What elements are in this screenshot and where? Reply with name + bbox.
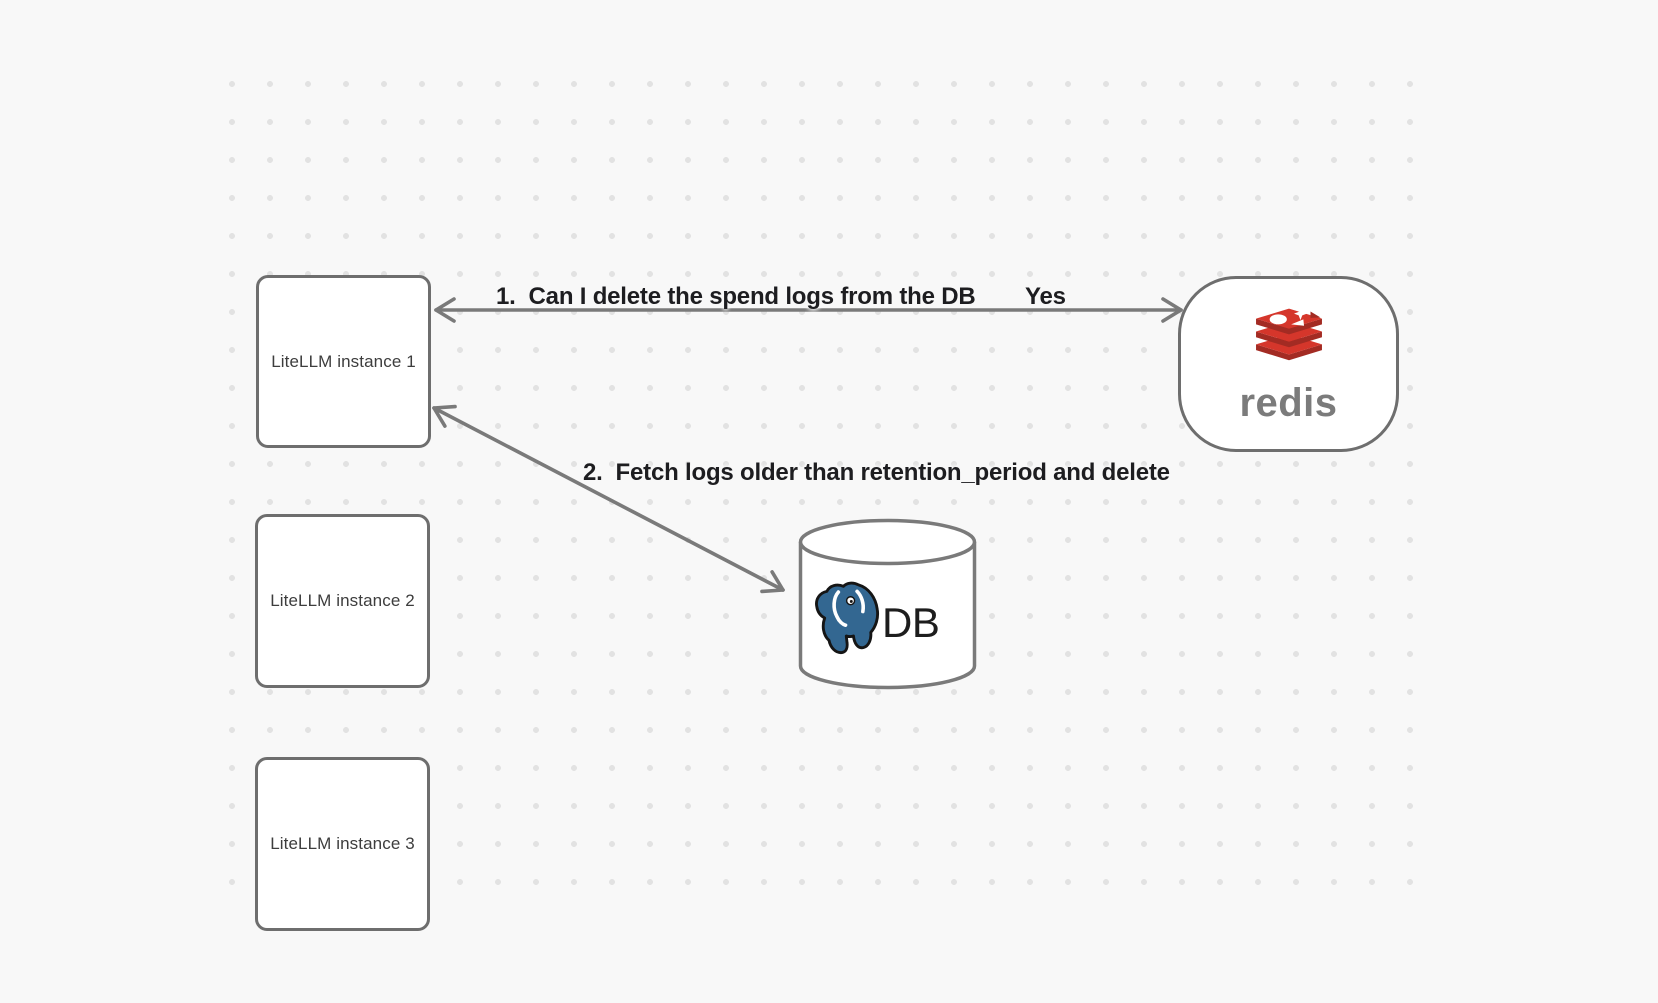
annotation-step1-answer: Yes [1025,283,1066,310]
database-node: DB [798,518,977,690]
litellm-instance-1-label: LiteLLM instance 1 [271,351,416,371]
redis-logo-icon [1255,306,1322,360]
litellm-instance-3-node: LiteLLM instance 3 [255,757,430,931]
redis-wordmark: redis [1239,380,1338,425]
litellm-instance-3-label: LiteLLM instance 3 [270,834,415,853]
db-label: DB [882,599,940,646]
litellm-instance-2-label: LiteLLM instance 2 [270,591,415,610]
postgresql-elephant-icon [815,581,880,655]
redis-node: redis [1178,276,1399,452]
annotation-step2: 2. Fetch logs older than retention_perio… [583,459,1170,486]
litellm-instance-1-node: LiteLLM instance 1 [256,275,431,448]
litellm-instance-2-node: LiteLLM instance 2 [255,514,430,688]
annotation-step1: 1. Can I delete the spend logs from the … [496,283,976,310]
